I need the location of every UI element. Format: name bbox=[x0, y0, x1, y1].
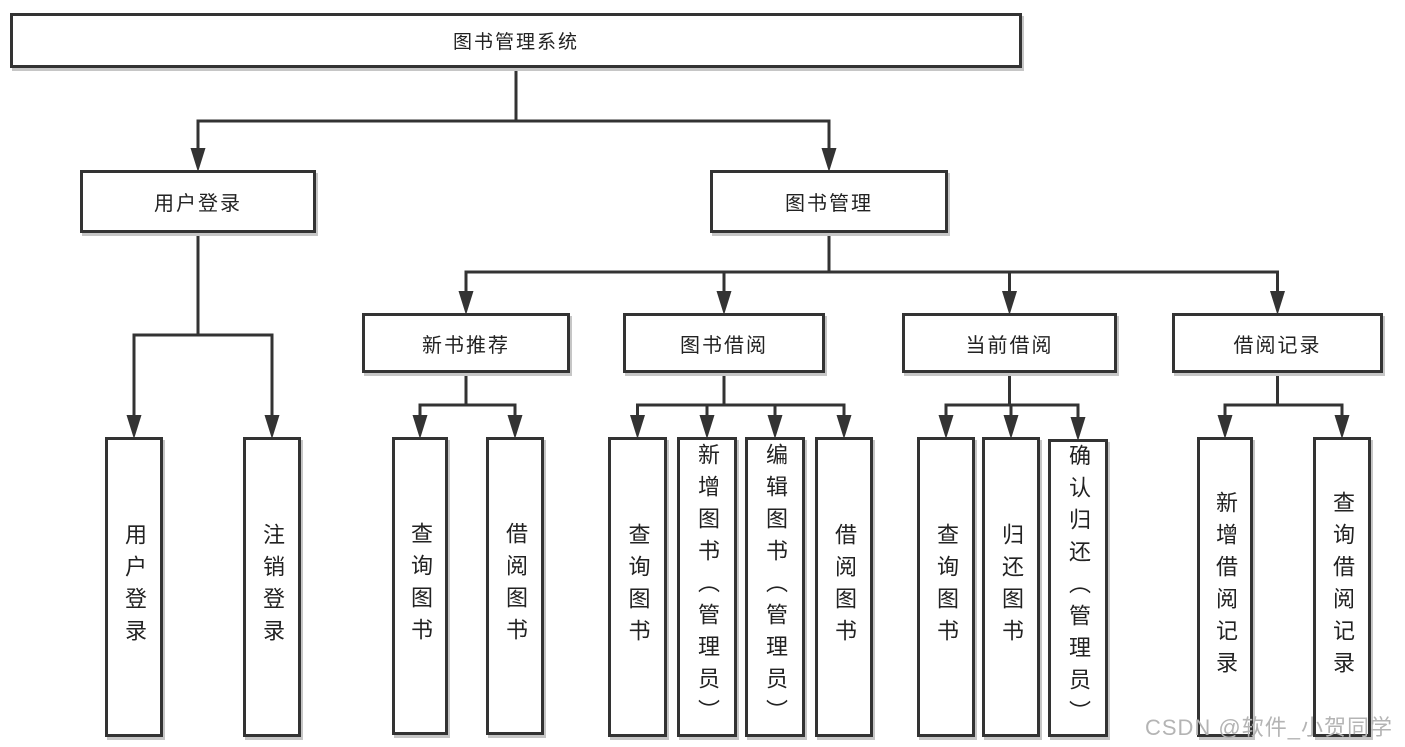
connector-arrowhead bbox=[836, 415, 852, 439]
watermark: CSDN @软件_小贺同学 bbox=[1144, 715, 1393, 740]
node-book-mgmt: 图书管理 bbox=[710, 170, 948, 233]
connector-arrowhead bbox=[1270, 291, 1285, 315]
node-leaf-cb-query: 查询图书 bbox=[917, 437, 975, 737]
node-leaf-bb-add: 新增图书（管理员） bbox=[677, 437, 737, 737]
connector-arrowhead bbox=[1334, 415, 1350, 439]
node-label-login-group: 用户登录 bbox=[154, 193, 242, 215]
node-leaf-cb-return: 归还图书 bbox=[982, 437, 1040, 737]
node-label-book-borrow: 图书借阅 bbox=[680, 334, 768, 357]
node-label-leaf-rec-borrow: 借阅图书 bbox=[503, 522, 528, 650]
node-label-leaf-cb-confirm: 确认归还（管理员） bbox=[1066, 444, 1091, 732]
node-label-leaf-user-login: 用户登录 bbox=[122, 523, 147, 651]
node-leaf-rec-borrow: 借阅图书 bbox=[486, 437, 544, 735]
connector-arrowhead bbox=[699, 415, 715, 439]
node-label-leaf-cb-query: 查询图书 bbox=[934, 523, 959, 651]
connector-arrowhead bbox=[126, 415, 142, 439]
node-label-new-book-rec: 新书推荐 bbox=[422, 334, 510, 357]
node-label-leaf-bb-edit: 编辑图书（管理员） bbox=[763, 443, 788, 731]
connector-arrowhead bbox=[507, 415, 523, 439]
node-borrow-record: 借阅记录 bbox=[1172, 313, 1383, 373]
node-label-book-mgmt: 图书管理 bbox=[785, 193, 873, 215]
node-login-group: 用户登录 bbox=[80, 170, 316, 233]
node-label-borrow-record: 借阅记录 bbox=[1233, 334, 1322, 357]
node-leaf-cb-confirm: 确认归还（管理员） bbox=[1048, 439, 1108, 737]
node-leaf-bb-borrow: 借阅图书 bbox=[815, 437, 873, 737]
node-leaf-rec-query: 查询图书 bbox=[392, 437, 448, 735]
connector-arrowhead bbox=[264, 415, 280, 439]
node-leaf-br-query: 查询借阅记录 bbox=[1313, 437, 1371, 737]
node-leaf-logout: 注销登录 bbox=[243, 437, 301, 737]
node-label-leaf-bb-query: 查询图书 bbox=[625, 523, 651, 651]
connector-arrowhead bbox=[1217, 415, 1233, 439]
node-leaf-bb-query: 查询图书 bbox=[608, 437, 667, 737]
node-label-leaf-cb-return: 归还图书 bbox=[999, 523, 1024, 651]
node-leaf-br-add: 新增借阅记录 bbox=[1197, 437, 1253, 737]
node-leaf-user-login: 用户登录 bbox=[105, 437, 163, 737]
connector-arrowhead bbox=[716, 291, 732, 315]
node-label-leaf-bb-borrow: 借阅图书 bbox=[832, 523, 857, 651]
node-new-book-rec: 新书推荐 bbox=[362, 313, 570, 373]
connector-arrowhead bbox=[767, 415, 783, 439]
connector-arrowhead bbox=[458, 291, 474, 315]
connector-arrowhead bbox=[412, 415, 428, 439]
node-root: 图书管理系统 bbox=[10, 13, 1022, 68]
connector-arrowhead bbox=[1002, 291, 1017, 315]
node-label-leaf-br-query: 查询借阅记录 bbox=[1330, 491, 1355, 683]
node-label-leaf-bb-add: 新增图书（管理员） bbox=[695, 443, 720, 731]
connector-arrowhead bbox=[630, 415, 645, 439]
node-label-leaf-br-add: 新增借阅记录 bbox=[1213, 491, 1238, 683]
node-current-borrow: 当前借阅 bbox=[902, 313, 1117, 373]
connector-arrowhead bbox=[1003, 415, 1019, 439]
node-leaf-bb-edit: 编辑图书（管理员） bbox=[745, 437, 805, 737]
connector-arrowhead bbox=[821, 148, 837, 172]
node-label-root: 图书管理系统 bbox=[452, 32, 579, 53]
node-label-leaf-rec-query: 查询图书 bbox=[408, 522, 433, 650]
connector-arrowhead bbox=[938, 415, 954, 439]
connector-arrowhead bbox=[190, 148, 206, 172]
node-label-leaf-logout: 注销登录 bbox=[260, 523, 285, 651]
node-book-borrow: 图书借阅 bbox=[623, 313, 825, 373]
connector-arrowhead bbox=[1070, 417, 1086, 441]
node-label-current-borrow: 当前借阅 bbox=[965, 334, 1054, 357]
